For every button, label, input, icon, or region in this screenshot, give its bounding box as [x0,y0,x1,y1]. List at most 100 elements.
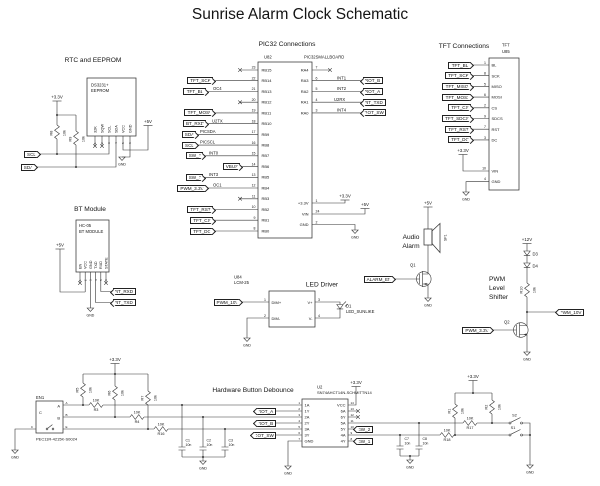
lcm-left-num-0: 1 [264,298,266,302]
net-flag-tft-miso: TFT_MISO [442,82,471,90]
q2-ref: Q2 [504,320,510,325]
u2-ref: U2 [317,385,323,390]
lcm-left-pin-names: DIM+DIM- [272,300,282,321]
pic32-left-num-13: 10 [252,205,256,209]
pic32-right-num-0: 7 [316,66,318,70]
net-oc1: OC1 [213,183,222,188]
gnd-symbol [199,460,207,465]
net-flag-pwm-10v: PWM_10V [214,298,240,306]
pic32-right-pin-4: RA0 [301,110,310,115]
pic32-left-pin-1: RB14 [262,78,273,83]
resistor-r8 [54,124,60,140]
u2-right-pin-4: 5Y [341,427,346,432]
net-int2: INT2 [337,86,347,91]
net-flag-pwm-3v3: PWM_3.3V [462,326,491,334]
net-flag-rot-b: ROT_B [256,419,276,427]
tft-num-0: 1 [484,61,486,65]
net-flag-tft-dc: TFT_DC [190,227,213,235]
pic32-left-num-8: 15 [252,152,256,156]
c7-val: 10n [405,442,411,446]
r8-ref: R8 [50,131,54,136]
s1-ref: S1 [511,426,516,430]
u2-left-num-4: 5 [298,425,300,429]
r1-val: 10k [461,408,465,414]
tft-wires [462,64,489,192]
led-d1-symbol [336,304,344,310]
sp1-ref: SP1 [444,234,448,241]
c3-ref: C3 [229,439,234,443]
tft-num-1: 8 [484,72,486,76]
u2-right-num-2: 12 [351,413,355,417]
pic32-left-pin-9: RB6 [262,164,271,169]
junction-dot [529,434,531,436]
tft-num-5: 9 [484,114,486,118]
net-u2rx: U2RX [334,97,345,102]
r9-val: 10k [82,136,86,142]
q2-body [513,322,529,338]
pwm-wires [491,243,558,352]
encoder-switch-contact [45,427,49,431]
pic32-right-num-2: 5 [316,87,318,91]
u2-left-pin-1: 1Y [305,409,310,414]
r4-ref: R4 [135,420,140,424]
audio-heading-2: Alarm [402,243,420,250]
ds3231-pin-1: SQW [100,124,104,133]
u2-right-num-1: 13 [351,407,355,411]
encoder-num-e: E [66,425,68,429]
tft-num-6: 7 [484,125,486,129]
pic32-left-num-1: 22 [252,76,256,80]
lcm-right-pin-1: V- [309,316,313,321]
gnd-symbol [118,156,126,161]
junction-dot [181,404,183,406]
s1-contact [508,433,512,437]
gnd-label: GND [199,467,207,471]
gnd-symbol [462,191,470,196]
ds3231-pin-5: GND [128,124,132,133]
net-u2tx: U2TX [212,118,223,123]
junction-dot [399,434,401,436]
q1-body [416,271,432,287]
power-5v-label: +5V [361,202,369,207]
ds3231-pin-2: SCL [107,126,111,133]
pic32-right-pin-3: RA1 [301,100,310,105]
r6-ref: R6 [108,391,112,396]
net-flag-bt-rxd: BT_RXD [183,120,206,128]
pic32-left-pin-5: RB10 [262,121,273,126]
pic32-left-pin-6: RB9 [262,132,271,137]
gnd-label: GND [243,344,251,348]
u2-left-pin-0: 1A [305,403,310,408]
tft-num-gnd: 4 [484,177,486,181]
bt-wires [59,249,113,308]
junction-dot [202,416,204,418]
junction-dot [454,434,456,436]
c8-val: 10n [423,442,429,446]
encoder-switch-contact [51,427,55,431]
tft-pin-vin: VIN [492,169,499,174]
lcm25-body [268,290,316,328]
junction-dot [418,422,420,424]
net-flag-rot-a: ROT_A [256,407,276,415]
cap-wires [181,405,226,461]
pic32-pwr-pin-0: +3.3V [298,201,309,206]
u2-right-pin-0: VCC [337,403,346,408]
u2-left-num-5: 6 [298,431,300,435]
capacitor-c1 [178,446,186,451]
tft-heading: TFT Connections [439,43,490,50]
d4-ref: D4 [533,264,539,269]
gnd-symbol [243,337,251,342]
tft-num-7: 3 [484,136,486,140]
r10-ref: R10 [520,287,524,294]
ds3231-ref: DS3231+ [91,83,109,88]
tft-num-vin: 10 [482,167,486,171]
u2-left-num-1: 2 [298,407,300,411]
bt-heading: BT Module [74,206,106,213]
